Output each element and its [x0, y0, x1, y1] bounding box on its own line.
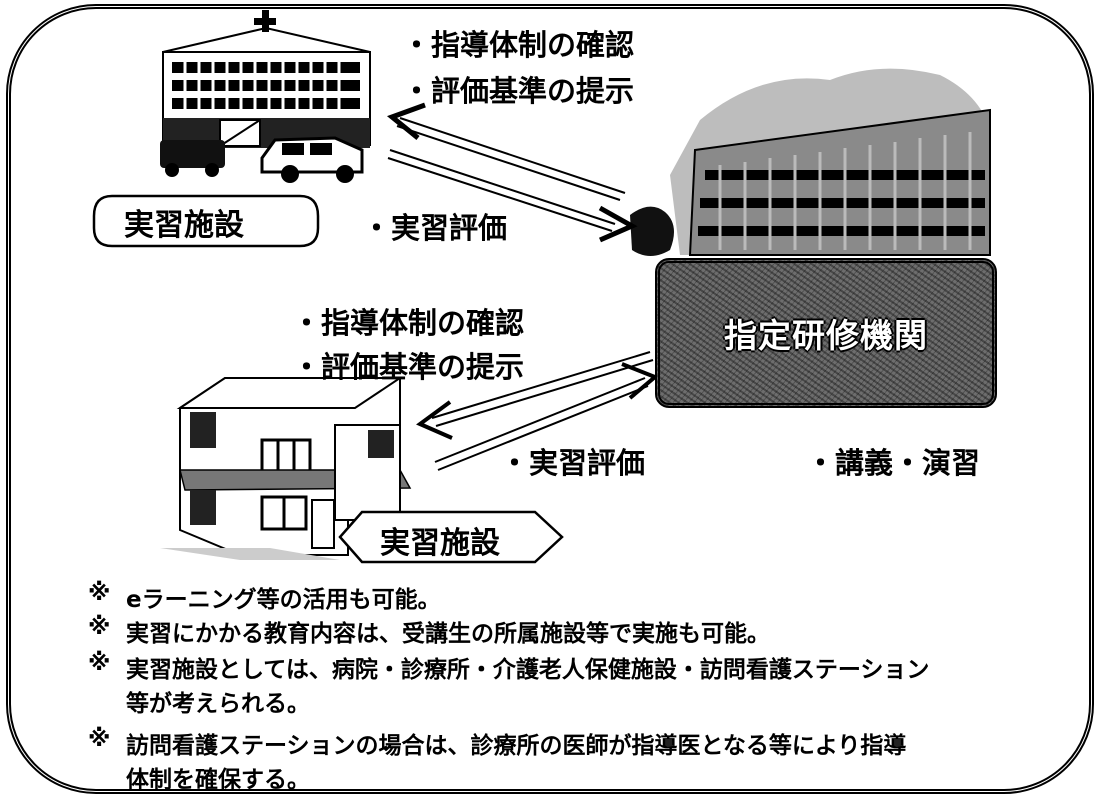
arrow-to-top-facility	[386, 102, 626, 201]
outer-frame	[6, 4, 1094, 794]
bottom-practical-evaluation: ・実習評価	[500, 446, 646, 480]
bottom-guidance-check: ・指導体制の確認	[292, 306, 525, 340]
top-guidance-check: ・指導体制の確認	[402, 28, 635, 62]
note-mark: ※	[88, 650, 111, 676]
note-text: 訪問看護ステーションの場合は、診療所の医師が指導医となる等により指導	[126, 733, 907, 759]
house-facility-illustration	[160, 377, 412, 560]
note-mark: ※	[88, 580, 111, 606]
note-mark: ※	[88, 614, 111, 640]
arrow-to-agency-top	[387, 149, 638, 243]
facility-top-label: 実習施設	[124, 208, 244, 243]
hospital-illustration	[160, 10, 371, 183]
facility-bottom-label: 実習施設	[380, 526, 500, 561]
training-agency-label: 指定研修機関	[724, 316, 928, 355]
note-text: 実習施設としては、病院・診療所・介護老人保健施設・訪問看護ステーション	[126, 657, 930, 683]
note-mark: ※	[88, 726, 111, 752]
note-text: eラーニング等の活用も可能。	[126, 587, 441, 613]
note-text: 等が考えられる。	[126, 691, 310, 717]
training-agency-building-illustration	[630, 68, 991, 256]
arrow-to-bottom-facility	[416, 351, 654, 440]
note-text: 体制を確保する。	[126, 767, 310, 793]
training-agency-box: 指定研修機関	[655, 258, 997, 408]
note-text: 実習にかかる教育内容は、受講生の所属施設等で実施も可能。	[126, 621, 770, 647]
bottom-criteria-presentation: ・評価基準の提示	[292, 350, 525, 384]
top-criteria-presentation: ・評価基準の提示	[402, 74, 635, 108]
facility-top-pill-outline	[92, 194, 320, 248]
top-practical-evaluation: ・実習評価	[362, 211, 508, 245]
facility-bottom-pill-outline	[338, 510, 564, 564]
lecture-exercise-label: ・講義・演習	[806, 446, 981, 480]
